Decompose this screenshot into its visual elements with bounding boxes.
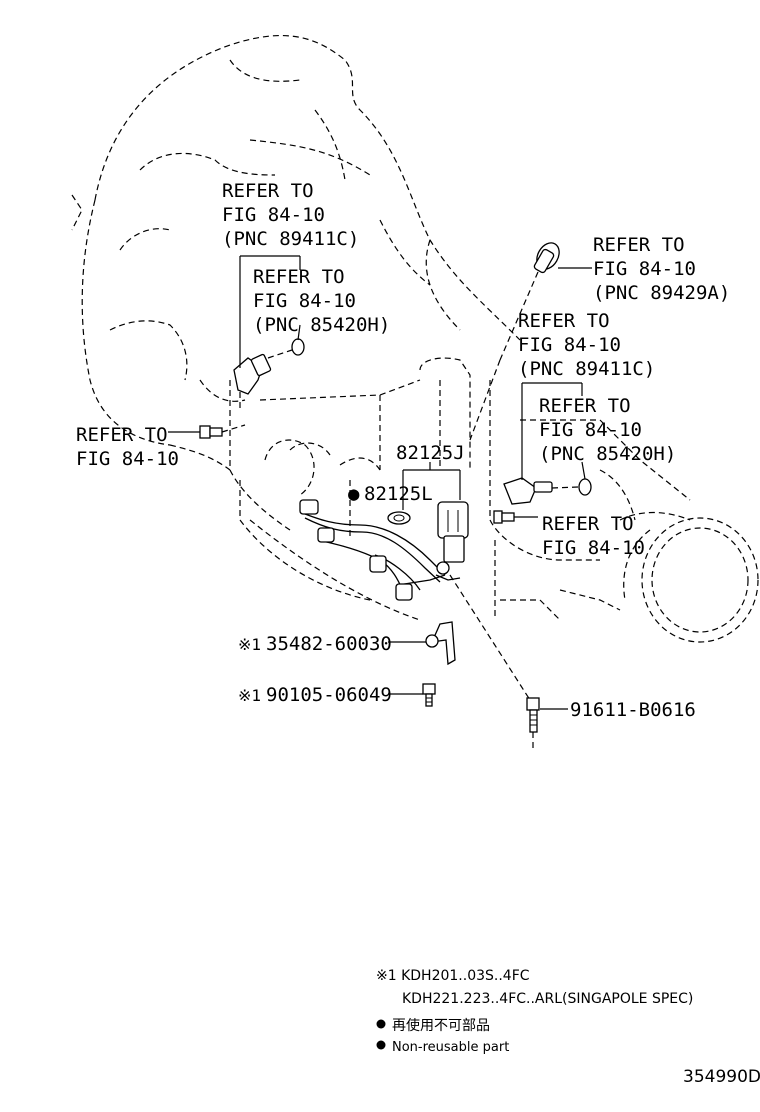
callout-upper-right-switch: REFER TO FIG 84-10 (PNC 89429A) <box>593 234 730 304</box>
callout-text: REFER TO <box>539 395 631 417</box>
callout-text: FIG 84-10 <box>222 204 325 226</box>
note-mark: ※1 <box>238 686 261 705</box>
callout-right-bolt: REFER TO FIG 84-10 <box>542 513 645 559</box>
note-nonreusable-en: Non-reusable part <box>392 1040 509 1055</box>
transmission-housing-illustration <box>71 34 759 643</box>
callout-right-fig: REFER TO FIG 84-10 (PNC 89411C) <box>518 310 655 380</box>
callout-upper-left-sensor: REFER TO FIG 84-10 (PNC 85420H) <box>253 266 390 336</box>
note-nonreusable-jp: 再使用不可部品 <box>392 1017 490 1034</box>
part-number-clamp[interactable]: 35482-60030 <box>266 633 392 655</box>
leader-lines <box>168 255 592 710</box>
bullet-icon <box>376 1040 386 1050</box>
callout-text: (PNC 89411C) <box>518 358 655 380</box>
note-mark: ※1 <box>238 635 261 654</box>
right-bolt-illustration <box>493 510 515 524</box>
wire-harness-illustration <box>299 499 469 601</box>
bullet-icon <box>376 1019 386 1029</box>
callout-text: FIG 84-10 <box>253 290 356 312</box>
left-speed-sensor-illustration <box>233 338 305 410</box>
callout-text: FIG 84-10 <box>539 419 642 441</box>
upper-right-switch-illustration <box>469 242 560 441</box>
callout-text: (PNC 89411C) <box>222 228 359 250</box>
grommet-illustration <box>387 511 411 525</box>
callout-text: REFER TO <box>76 424 168 446</box>
callout-text: REFER TO <box>253 266 345 288</box>
callout-text: REFER TO <box>542 513 634 535</box>
nonreusable-mark: ● <box>348 483 360 505</box>
callout-text: REFER TO <box>222 180 314 202</box>
illustration-id: 354990D <box>683 1067 760 1087</box>
notes-block: ※1 KDH201..03S..4FC KDH221.223..4FC..ARL… <box>376 968 693 1055</box>
callout-text: REFER TO <box>518 310 610 332</box>
note-model-line-2: KDH221.223..4FC..ARL(SINGAPOLE SPEC) <box>402 991 693 1007</box>
callout-right-sensor: REFER TO FIG 84-10 (PNC 85420H) <box>539 395 676 465</box>
bolt-illustration <box>526 697 540 750</box>
left-bolt-illustration <box>199 424 246 439</box>
callout-text: (PNC 89429A) <box>593 282 730 304</box>
callout-text: FIG 84-10 <box>542 537 645 559</box>
callout-text: FIG 84-10 <box>518 334 621 356</box>
part-number-wire-harness[interactable]: 82125J <box>396 442 465 464</box>
clamp-bolt-illustration <box>422 683 436 707</box>
part-number-bolt[interactable]: 91611-B0616 <box>570 699 696 721</box>
callout-text: REFER TO <box>593 234 685 256</box>
note-model-line-1: ※1 KDH201..03S..4FC <box>376 968 530 984</box>
callout-text: FIG 84-10 <box>76 448 179 470</box>
callout-upper-left-fig: REFER TO FIG 84-10 (PNC 89411C) <box>222 180 359 250</box>
part-number-clamp-bolt[interactable]: 90105-06049 <box>266 684 392 706</box>
callout-text: (PNC 85420H) <box>253 314 390 336</box>
part-number-grommet[interactable]: 82125L <box>364 483 433 505</box>
callout-text: (PNC 85420H) <box>539 443 676 465</box>
callout-left-bolt: REFER TO FIG 84-10 <box>76 424 179 470</box>
clamp-illustration <box>425 621 456 666</box>
callout-text: FIG 84-10 <box>593 258 696 280</box>
right-speed-sensor-illustration <box>503 477 592 505</box>
